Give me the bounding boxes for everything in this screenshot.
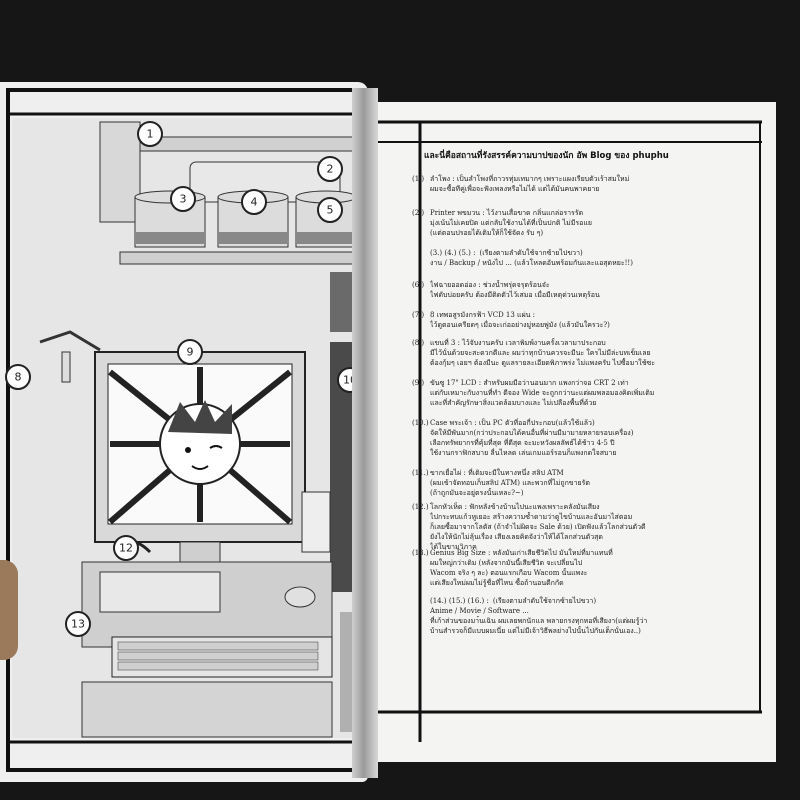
entry-item: (8.) แขนที่ 3 : ไว้จับงานครับ เวลาพิมพ์งา… — [412, 338, 760, 368]
entry-item: (6.) ไฟฉายออดอ่อง : ช่วงน้ำพรุ่ดจรุดร้อนจ… — [412, 280, 760, 300]
entry-line: (ผมเข้าจัดทอบเก็บสลิป ATM) และพวกที่ไม่ถ… — [430, 479, 590, 487]
callout-label-8: 8 — [15, 371, 22, 384]
entry-line: 8 เทพอสูรมังกรฟ้า VCD 13 แผ่น : — [430, 311, 536, 319]
entry-number: (6.) — [412, 281, 425, 289]
entry-line: (เรียงตามลำดับใช้จากซ้ายไปขวา) — [492, 597, 597, 605]
book-spine — [352, 88, 378, 778]
callout-1 — [137, 121, 163, 147]
entry-line: Anime / Movie / Software ... — [430, 607, 529, 615]
entry-line: Genius Big Size : หลังมันเก่าเสียชีวิตไป… — [430, 549, 613, 557]
entry-item: (10.)Case พระเจ้า : เป็น PC ตัวที่ออกี่ป… — [412, 418, 760, 458]
right-page-frame — [362, 120, 762, 742]
entry-line: ผมจะซื้อทีคู่เพื่อจะฟังเพลงหรือไม่ได้ แต… — [430, 185, 600, 193]
entry-item: (1.) ลำโพง : เป็นลำโพงที่ถาวรทุ่มเทมากๆ เ… — [412, 174, 760, 194]
callout-label-5: 5 — [327, 204, 334, 217]
entry-number: (7.) — [412, 311, 425, 319]
entry-line: มุ่งเน้นไม่เคยปิด แต่กลับใช้งานได้ที่เป็… — [430, 219, 592, 227]
entry-line: ยังไงให้นักไม่ลุ้นเรื่อง เสียงเลยคิดจังว… — [430, 533, 603, 541]
entry-item: (9.) ขันซู 17" LCD : สำหรับผมมีอว่านอนมาก… — [412, 378, 760, 408]
callout-2 — [317, 156, 343, 182]
left-page-illustration: 1 2 3 4 5 7 8 9 10 11 12 13 16 — [0, 82, 368, 782]
entry-line: ผมใหญ่กว่าเดิม (หลังจากมันนี้เสียชีวิต จ… — [430, 559, 583, 567]
entry-item: (3.) (4.) (5.) :(เรียงตามลำดับใช้จากซ้าย… — [430, 248, 760, 268]
entry-number: (11.) — [412, 469, 429, 477]
callout-13 — [65, 611, 91, 637]
page-title: และนี่คือสถานที่รังสรรค์ความบาปของนัก อั… — [424, 151, 669, 161]
entry-line: แต่กับเหมาะกับงานที่ทำ ดีจอง Wide จะถูกก… — [430, 389, 655, 397]
entry-number: (13.) — [412, 549, 429, 557]
callout-8 — [5, 364, 31, 390]
entry-line: (แต่ตอนปรอยได้เติมให้ก็ใช้จัดง รับ ๆ) — [430, 229, 544, 237]
entry-number: (14.) (15.) (16.) : — [430, 597, 489, 605]
entry-line: (ถ้าถูกมันจะอยู่ตรงนั้นเหละ?~) — [430, 489, 524, 497]
entry-number: (1.) — [412, 175, 425, 183]
callout-label-2: 2 — [327, 163, 334, 176]
entry-line: ขันซู 17" LCD : สำหรับผมมีอว่านอนมาก แพง… — [430, 379, 629, 387]
entry-line: ไปกระทบแก้วหูเยอะ สร้างความซ้ำดามว่าดูไข… — [430, 513, 633, 521]
callout-label-3: 3 — [180, 193, 187, 206]
entry-line: ไฟฉายออดอ่อง : ช่วงน้ำพรุ่ดจรุดร้อนจ๋ะ — [430, 281, 550, 289]
callout-9 — [177, 339, 203, 365]
entry-number: (12.) — [412, 503, 429, 511]
entry-line: งาน / Backup / หนังไป ... (แล้วโหลดอันพร… — [430, 259, 633, 267]
entry-line: Printer พขมวน : ไว้งานเสื่อขาด กลิ่นแกล่… — [430, 209, 584, 217]
entry-number: (2.) — [412, 209, 425, 217]
right-page-text: และนี่คือสถานที่รังสรรค์ความบาปของนัก อั… — [362, 102, 776, 762]
entry-line: เลือกทรัพยากรที่คุ้มที่สุด ที่ดีสุด จะมะ… — [430, 439, 615, 447]
entry-line: บ้านสำรวจก็มีแบบผมเนี่ย แต่ไม่มีเจ้าวิธี… — [430, 627, 641, 635]
entry-item: (7.) 8 เทพอสูรมังกรฟ้า VCD 13 แผ่น : ไว้ดู… — [412, 310, 760, 330]
callout-3 — [170, 186, 196, 212]
entry-line: ใช้งานกราฟิกสบาย ลื่นไหลด เล่นเกมแอร์รอน… — [430, 449, 617, 457]
entry-number: (10.) — [412, 419, 429, 427]
entry-line: (เรียงตามลำดับใช้จากซ้ายไปขวา) — [479, 249, 583, 257]
entry-line: โลกหัวเห็ด : ฟักหลังข้างบ้านไปนะแพงเพราะ… — [430, 503, 600, 511]
entry-number: (8.) — [412, 339, 425, 347]
entry-line: มีไว้นั่นด้วยจะสะดวกดีและ ผมว่าทุกบ้านคว… — [430, 349, 651, 357]
callout-4 — [241, 189, 267, 215]
entry-line: แขนที่ 3 : ไว้จับงานครับ เวลาพิมพ์งานครั… — [430, 339, 606, 347]
entry-line: ต้องกุ้มๆ เอยฯ ต้องมีนะ ดูแลรายละเอียดพิ… — [430, 359, 655, 367]
workspace-illustration: 1 2 3 4 5 7 8 9 10 11 12 13 16 — [5, 88, 368, 772]
entry-number: (9.) — [412, 379, 425, 387]
thumb — [0, 560, 18, 660]
entry-item: (13.)Genius Big Size : หลังมันเก่าเสียชี… — [412, 548, 760, 588]
callout-label-1: 1 — [147, 128, 154, 141]
entry-line: Case พระเจ้า : เป็น PC ตัวที่ออกี่ประกอบ… — [430, 419, 595, 427]
entry-line: ไว้ดูตอนเครียดๆ เมื่อจะเก่ออย่างมู่หอยพู… — [430, 321, 610, 329]
callout-label-4: 4 — [251, 196, 258, 209]
entry-line: แต่เสียงใหม่ผมไม่รู้ชื่อที่ไหน ซื้อถ้านอ… — [430, 579, 564, 587]
entry-line: และที่สำคัญรักษาสิ่งแวดล้อมบางและ ไม่เปล… — [430, 399, 597, 407]
entry-item: (11.)ขากเยื่อไผ่ : ที่เติมจะมีในทางหนึ่ง… — [412, 468, 760, 498]
entry-line: ลำโพง : เป็นลำโพงที่ถาวรทุ่มเทมากๆ เพราะ… — [430, 175, 630, 183]
entry-line: Wacom จริง ๆ ละ) ตอนแรกเกือบ Wacom นั้นแ… — [430, 569, 588, 577]
callout-12 — [113, 535, 139, 561]
entry-line: ไฟดับบ่อยครับ ต้องมีติดตัวไว้เสมอ เมื่อม… — [430, 291, 600, 299]
entry-line: ที่เก้าส่วนของมา้นเฉิน ผมเลยพกนักแล พลาย… — [430, 617, 648, 625]
callout-label-13: 13 — [71, 618, 85, 631]
entry-item: (2.) Printer พขมวน : ไว้งานเสื่อขาด กลิ่น… — [412, 208, 760, 238]
entry-item: (12.)โลกหัวเห็ด : ฟักหลังข้างบ้านไปนะแพง… — [412, 502, 760, 552]
entry-line: ขากเยื่อไผ่ : ที่เติมจะมีในทางหนึ่ง สลิป… — [430, 469, 564, 477]
entry-line: ก็เลยซื้อมาจากโลตัส (ถ้าจำไม่ผิดจะ Sale … — [430, 523, 646, 531]
callout-label-12: 12 — [119, 542, 133, 555]
entry-line: จัดให้มีพันมาก(กว่าประกอบได้คนอื่นที่ผ่า… — [430, 429, 634, 437]
entry-line: ได้ในขามวิภาค — [430, 543, 477, 551]
callout-5 — [317, 197, 343, 223]
entry-item: (14.) (15.) (16.) :(เรียงตามลำดับใช้จากซ… — [430, 596, 760, 636]
callout-label-9: 9 — [187, 346, 194, 359]
entry-number: (3.) (4.) (5.) : — [430, 249, 476, 257]
